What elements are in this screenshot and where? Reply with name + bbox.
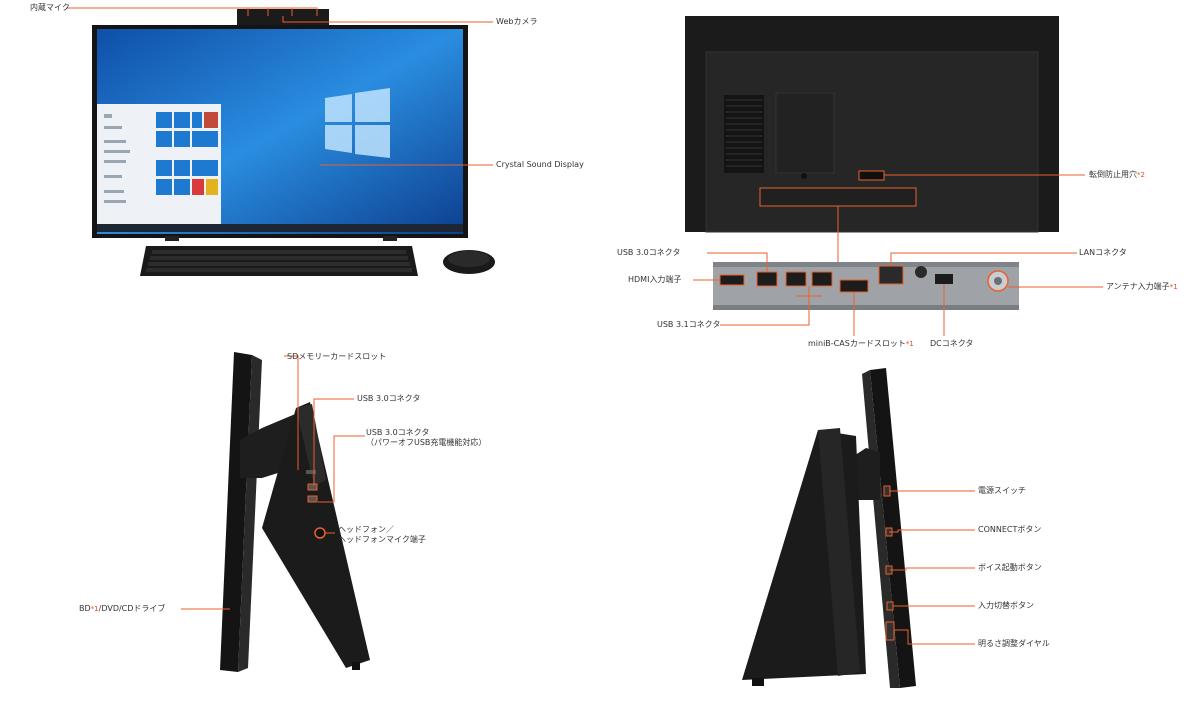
- label-lan: LANコネクタ: [1079, 248, 1127, 257]
- front-view-monitor: [92, 9, 468, 241]
- callout-lines: [66, 7, 1103, 645]
- label-hdmi-in: HDMI入力端子: [628, 275, 682, 284]
- label-internal-mic: 内蔵マイク: [30, 3, 70, 12]
- note-mark: *1: [1169, 283, 1178, 291]
- note-mark: *1: [90, 605, 99, 613]
- left-side-view: [220, 352, 370, 672]
- label-brightness-dial: 明るさ調整ダイヤル: [978, 639, 1050, 648]
- rear-view-port-panel: [713, 262, 1019, 310]
- label-optical-drive: BD*1/DVD/CDドライブ: [79, 604, 166, 613]
- label-minib-cas: miniB-CASカードスロット*1: [808, 339, 914, 348]
- label-dc-connector: DCコネクタ: [930, 339, 974, 348]
- label-sd-slot: SDメモリーカードスロット: [287, 352, 387, 361]
- note-mark: *1: [905, 340, 914, 348]
- label-headphone-jack: ヘッドフォン／ヘッドフォンマイク端子: [338, 525, 426, 544]
- label-connect-button: CONNECTボタン: [978, 525, 1042, 534]
- front-view-mouse: [443, 250, 495, 274]
- label-power-switch: 電源スイッチ: [978, 486, 1026, 495]
- label-anti-tip-hole: 転倒防止用穴*2: [1089, 170, 1145, 179]
- label-voice-button: ボイス起動ボタン: [978, 563, 1042, 572]
- label-rear-usb30: USB 3.0コネクタ: [617, 248, 681, 257]
- front-view-keyboard: [140, 246, 418, 276]
- label-side-usb30-power-off: USB 3.0コネクタ（パワーオフUSB充電機能対応）: [366, 428, 487, 447]
- label-antenna-in: アンテナ入力端子*1: [1106, 282, 1178, 291]
- label-crystal-sound-display: Crystal Sound Display: [496, 160, 584, 169]
- label-input-switch-button: 入力切替ボタン: [978, 601, 1034, 610]
- right-side-view: [742, 368, 916, 688]
- rear-view-body: [685, 16, 1059, 233]
- note-mark: *2: [1137, 171, 1145, 179]
- label-side-usb30: USB 3.0コネクタ: [357, 394, 421, 403]
- label-usb31: USB 3.1コネクタ: [657, 320, 721, 329]
- label-webcam: Webカメラ: [496, 17, 538, 26]
